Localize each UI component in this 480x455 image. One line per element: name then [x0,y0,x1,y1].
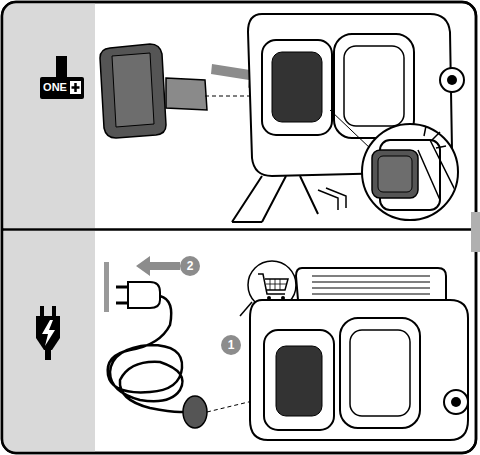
callout-number: 1 [221,339,241,351]
battery-socket [262,40,332,135]
power-plug [128,282,160,308]
zoom-leader [330,110,372,150]
device-stand [418,140,458,200]
lamp-head [334,34,414,138]
callout-number: 2 [180,260,200,272]
battery-icon [56,56,67,78]
battery-icon [40,77,84,99]
panel-divider [2,228,476,231]
battery-socket [272,52,322,122]
power-plug [116,287,128,303]
battery-stem [166,78,207,110]
panel-frame [2,2,476,453]
device-stand [232,176,318,222]
callout-disc [221,335,241,355]
cart-icon [266,279,287,290]
plus-icon [72,83,80,92]
callout-disc [180,256,200,276]
icon-strip [3,231,95,452]
zoom-detail [372,140,458,210]
battery-socket [264,330,334,430]
tilt-knob [451,397,461,407]
cart-icon [258,274,288,294]
mains-icon [52,306,56,316]
lamp-head [340,318,420,428]
plus-icon [70,81,81,94]
tilt-knob [444,390,468,414]
device-housing [250,300,468,440]
tilt-knob [440,68,464,92]
unplug-arrow [136,256,180,276]
mains-icon [40,306,44,316]
battery-pack [100,44,166,138]
battery-pack [378,156,412,192]
battery-pack [372,150,418,198]
dc-connector [183,396,207,428]
zoom-circle [362,124,458,220]
power-cord [108,296,183,412]
device-stand [318,188,346,210]
battery-socket [276,346,322,416]
lamp-lens [350,330,410,416]
icon-strip [3,3,95,228]
tilt-knob [447,75,457,85]
mains-icon [45,350,51,360]
mains-icon [42,320,55,346]
vent-top [296,268,446,300]
page-tab [471,212,480,252]
vent-slats [312,276,430,294]
click-marks [424,126,446,148]
logo-text: ONE [40,82,70,93]
mains-icon [36,316,60,350]
panel-frame [2,2,476,453]
wall-socket [104,262,109,312]
lamp-lens [344,46,404,126]
battery-pack [112,53,154,127]
